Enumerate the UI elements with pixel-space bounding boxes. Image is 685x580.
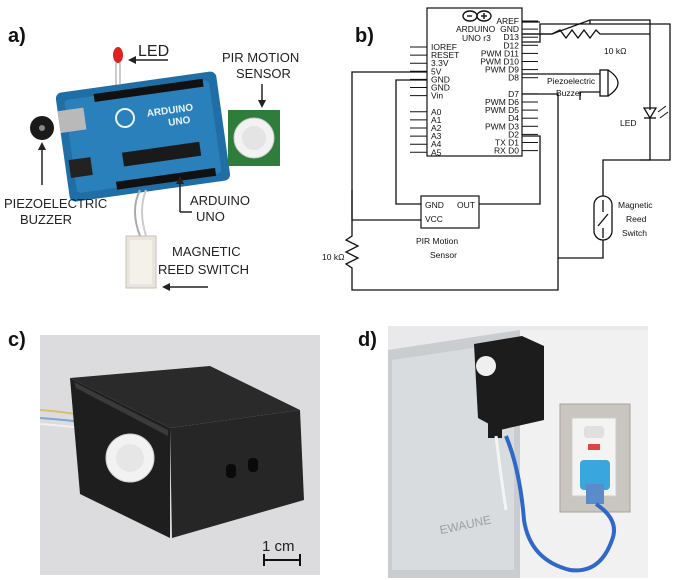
left-pin-label: A2 — [431, 123, 442, 133]
right-pin-label: D13 — [503, 32, 519, 42]
label-pir-2: SENSOR — [236, 66, 291, 81]
left-pin-label: Vin — [431, 91, 443, 101]
right-pin-label: D2 — [508, 129, 519, 139]
usb-adapter — [580, 460, 610, 490]
right-pin-label: PWM D11 — [481, 48, 519, 58]
label-reed-1: MAGNETIC — [172, 244, 241, 259]
buzzer-component — [30, 116, 54, 140]
right-pin-label: PWM D3 — [485, 121, 519, 131]
reed-switch-component — [125, 235, 157, 289]
left-pin-label: A4 — [431, 139, 442, 149]
panel-label-b: b) — [355, 25, 374, 47]
pir-label-1: PIR Motion — [416, 236, 458, 246]
right-pin-label: PWM D5 — [485, 105, 519, 115]
led-label: LED — [620, 118, 637, 128]
arduino-board: ARDUINO UNO — [55, 71, 231, 202]
left-pin-label: GND — [431, 83, 450, 93]
left-pin-label: 3.3V — [431, 58, 449, 68]
scale-label: 1 cm — [262, 538, 295, 555]
right-pin-label: AREF — [496, 16, 519, 26]
panel-label-d: d) — [358, 329, 377, 351]
left-pin-label: RESET — [431, 50, 459, 60]
left-pin-label: A0 — [431, 107, 442, 117]
schematic-reed-switch — [593, 195, 613, 241]
schematic-led — [642, 105, 669, 120]
arduino-logo — [462, 10, 492, 22]
arduino-chip — [426, 7, 523, 157]
pir-label-2: Sensor — [430, 250, 457, 260]
label-reed-2: REED SWITCH — [158, 262, 249, 277]
board-model: UNO — [168, 115, 192, 129]
right-pin-label: D7 — [508, 89, 519, 99]
label-led: LED — [138, 43, 169, 60]
left-pin-label: A5 — [431, 147, 442, 157]
left-pin-label: IOREF — [431, 42, 457, 52]
resistor-top-label: 10 kΩ — [604, 46, 626, 56]
chip-name-1: ARDUINO — [456, 24, 496, 34]
panel-label-a: a) — [8, 25, 26, 47]
panel-label-c: c) — [8, 329, 26, 351]
mounted-sensor — [474, 336, 544, 438]
right-pin-label: PWM D9 — [485, 65, 519, 75]
left-pin-label: A3 — [431, 131, 442, 141]
reed-label-1: Magnetic — [618, 200, 653, 210]
left-pin-label: GND — [431, 74, 450, 84]
panel-a: a) ARDUINO UNO LED PIR M — [4, 25, 299, 291]
buzzer-label-2: Buzzer — [556, 88, 583, 98]
reed-label-3: Switch — [622, 228, 647, 238]
schematic-buzzer — [599, 69, 619, 97]
right-pin-label: D4 — [508, 113, 519, 123]
left-pin-label: 5V — [431, 66, 442, 76]
pir-box — [420, 195, 480, 229]
buzzer-label-1: Piezoelectric — [547, 76, 596, 86]
panel-c: c) 1 cm — [8, 329, 320, 575]
right-pin-label: TX D1 — [495, 138, 519, 148]
panel-d: d) EWAUNE — [358, 326, 648, 578]
reed-label-2: Reed — [626, 214, 647, 224]
left-pin-label: A1 — [431, 115, 442, 125]
label-buzzer-2: BUZZER — [20, 212, 72, 227]
right-pin-label: PWM D10 — [480, 57, 519, 67]
right-pin-label: RX D0 — [494, 146, 519, 156]
label-arduino-2: UNO — [196, 209, 225, 224]
label-buzzer-1: PIEZOELECTRIC — [4, 196, 107, 211]
right-pin-label: PWM D6 — [485, 97, 519, 107]
resistor-left-label: 10 kΩ — [322, 252, 344, 262]
led-component — [113, 47, 123, 85]
label-pir-1: PIR MOTION — [222, 50, 299, 65]
label-arduino-1: ARDUINO — [190, 193, 250, 208]
pir-gnd: GND — [425, 200, 444, 210]
right-pin-label: D12 — [503, 40, 519, 50]
sensor-enclosure — [70, 366, 304, 538]
pir-out: OUT — [457, 200, 475, 210]
panel-b: b) ARDUINO UNO r3 IOREFRESET3.3V5VGNDGND… — [322, 7, 671, 291]
chip-name-2: UNO r3 — [462, 33, 491, 43]
right-pin-label: D8 — [508, 73, 519, 83]
pir-vcc: VCC — [425, 214, 443, 224]
pir-sensor-board — [228, 110, 280, 166]
right-pin-label: GND — [500, 24, 519, 34]
